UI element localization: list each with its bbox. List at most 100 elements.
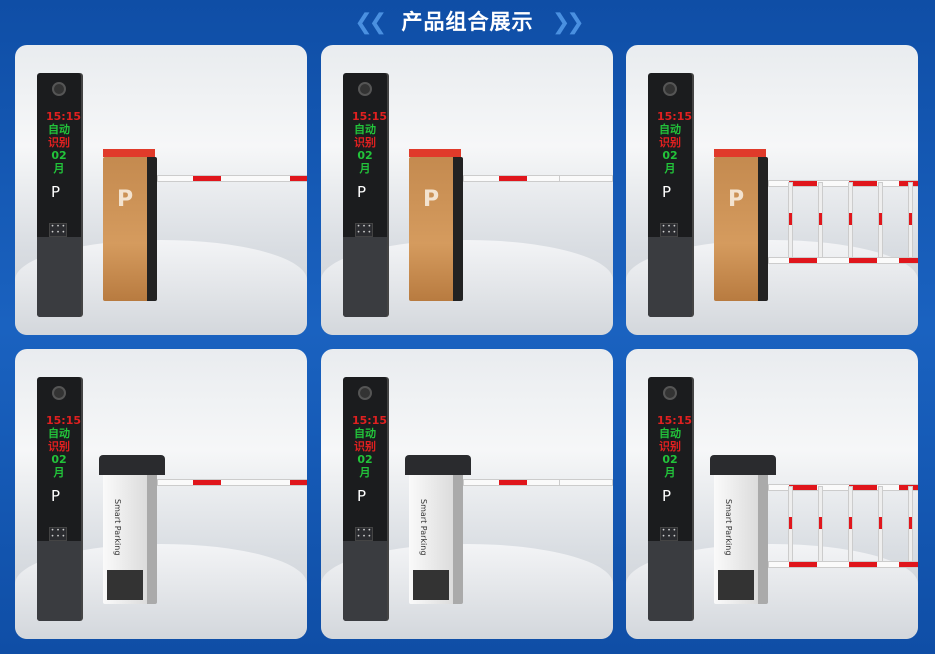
fence-bar [908,486,913,562]
camera-icon [358,386,372,400]
screen-time: 15:15 [657,414,693,427]
screen-line3: 02月 [51,453,67,479]
barrier-arm [157,175,307,182]
barrier-arm-bottom [768,561,918,568]
parking-symbol: P [357,487,367,505]
screen-line1: 自动 [354,427,376,440]
screen-line2: 识别 [354,136,376,149]
gate-base [413,570,449,600]
screen-line1: 自动 [354,123,376,136]
barrier-gate: P [103,149,157,301]
barrier-arm [157,479,307,486]
screen-line3: 02月 [357,453,373,479]
gate-hood [710,455,776,475]
keypad-icon: • • •• • • [660,223,678,237]
warning-light [409,149,461,157]
keypad-icon: • • •• • • [660,527,678,541]
screen-line3: 02月 [662,453,678,479]
keypad-icon: • • •• • • [355,527,373,541]
screen-time: 15:15 [352,110,388,123]
gate-base [107,570,143,600]
screen-line3: 02月 [357,149,373,175]
screen-line1: 自动 [48,123,70,136]
camera-icon [663,82,677,96]
barrier-arm [463,479,568,486]
fence-bar [788,486,793,562]
gate-hood [99,455,165,475]
camera-icon [358,82,372,96]
barrier-gate: Smart Parking [99,455,165,604]
gate-base [718,570,754,600]
screen-line1: 自动 [659,123,681,136]
gate-hood [405,455,471,475]
barrier-gate: Smart Parking [405,455,471,604]
fence-bar [848,486,853,562]
fence-bar [818,486,823,562]
screen-line1: 自动 [48,427,70,440]
barrier-gate: P [714,149,768,301]
screen-line2: 识别 [48,440,70,453]
parking-symbol: P [662,183,672,201]
screen-line1: 自动 [659,427,681,440]
parking-logo-icon: P [728,187,745,212]
folding-arm-section [559,175,613,182]
screen-time: 15:15 [46,414,82,427]
warning-light [103,149,155,157]
double-chevron-right-icon: ❯❯ [551,10,585,35]
fence-bar [878,182,883,258]
parking-symbol: P [51,183,61,201]
screen-line2: 识别 [659,440,681,453]
screen-time: 15:15 [352,414,388,427]
fence-bar [878,486,883,562]
screen-time: 15:15 [46,110,82,123]
parking-symbol: P [662,487,672,505]
barrier-gate: Smart Parking [710,455,776,604]
camera-icon [663,386,677,400]
parking-logo-icon: P [117,187,134,212]
fence-bar [818,182,823,258]
fence-bar [848,182,853,258]
double-chevron-left-icon: ❮❮ [354,10,387,35]
gate-label: Smart Parking [113,499,122,556]
parking-symbol: P [357,183,367,201]
fence-bar [788,182,793,258]
parking-symbol: P [51,487,61,505]
folding-arm-section [559,479,613,486]
keypad-icon: • • •• • • [49,527,67,541]
screen-time: 15:15 [657,110,693,123]
gate-label: Smart Parking [419,499,428,556]
barrier-gate: P [409,149,463,301]
parking-logo-icon: P [423,187,440,212]
barrier-arm-bottom [768,257,918,264]
section-header: ❮❮ 产品组合展示 ❯❯ [0,6,935,38]
screen-line3: 02月 [51,149,67,175]
fence-bar [908,182,913,258]
barrier-arm [463,175,568,182]
warning-light [714,149,766,157]
camera-icon [52,386,66,400]
section-title: 产品组合展示 [401,10,534,34]
keypad-icon: • • •• • • [49,223,67,237]
keypad-icon: • • •• • • [355,223,373,237]
screen-line2: 识别 [48,136,70,149]
screen-line2: 识别 [659,136,681,149]
screen-line2: 识别 [354,440,376,453]
